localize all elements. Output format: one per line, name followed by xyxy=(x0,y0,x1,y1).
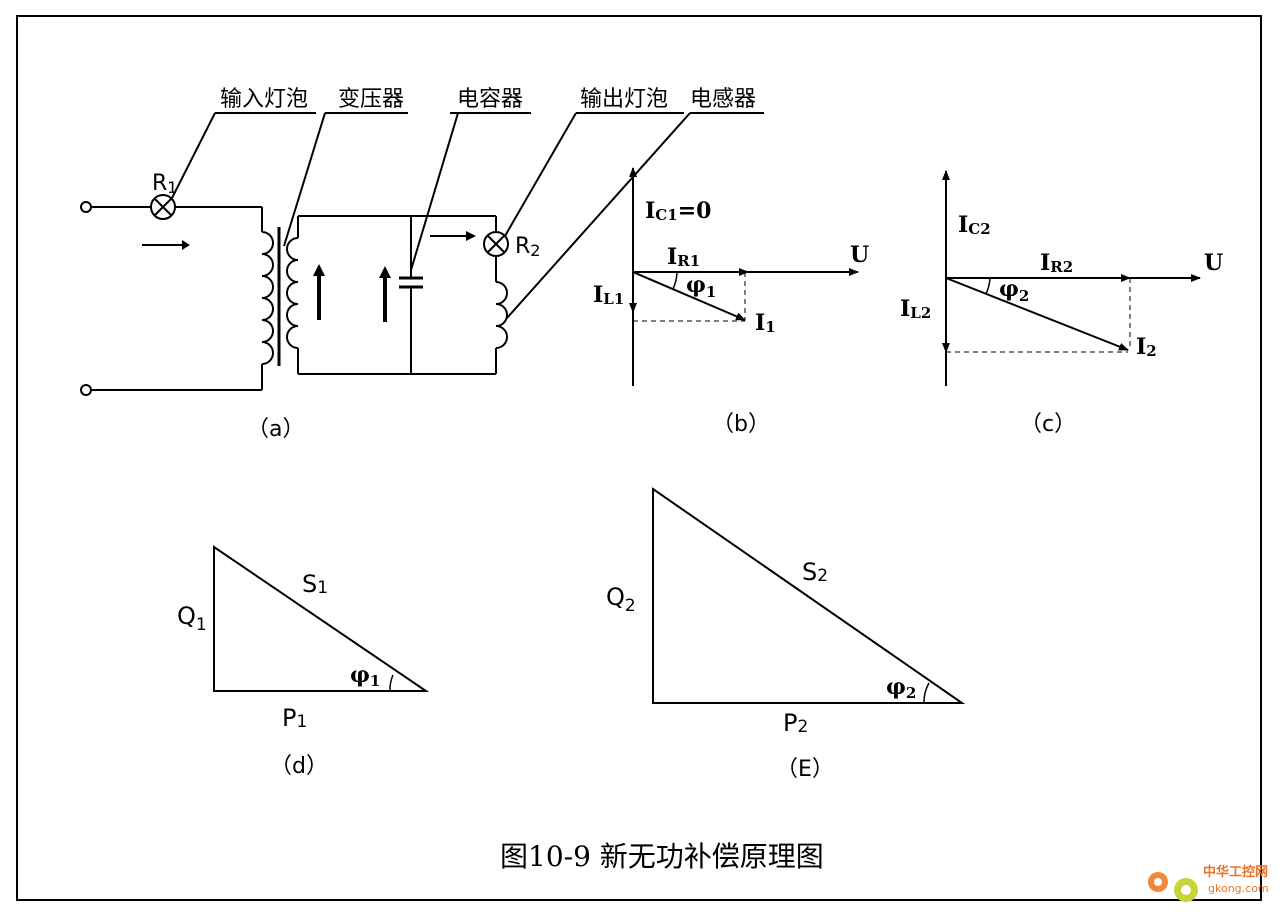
input-terminal-top xyxy=(80,201,92,213)
phi2-arc xyxy=(985,277,991,295)
capacitor-current-arrow xyxy=(379,266,391,322)
panel-b-phasor xyxy=(629,167,859,386)
i2-arrow xyxy=(945,277,1129,351)
input-current-arrow xyxy=(142,240,190,250)
p1-label: P1 xyxy=(282,704,307,732)
phi2-label-c: φ2 xyxy=(999,276,1029,305)
watermark-logo xyxy=(1148,872,1198,902)
secondary-current-arrow xyxy=(313,264,325,320)
r2-label: R2 xyxy=(515,234,540,260)
input-terminal-bottom xyxy=(80,384,92,396)
figure-caption: 图10-9 新无功补偿原理图 xyxy=(500,840,824,873)
u-label-b: U xyxy=(850,242,869,268)
ic2-label: IC2 xyxy=(958,212,991,238)
i1-label: I1 xyxy=(755,310,776,336)
phi1-label-d: φ1 xyxy=(350,662,380,690)
panel-a-callouts xyxy=(171,112,764,319)
phi1-arc xyxy=(672,271,678,290)
ic1-label: IC1=0 xyxy=(645,198,711,224)
il1-label: IL1 xyxy=(593,282,624,308)
phi1-label-b: φ1 xyxy=(686,272,716,301)
callout-capacitor: 电容器 xyxy=(457,87,523,112)
panel-e-triangle xyxy=(652,487,966,704)
transformer-secondary-coil xyxy=(286,237,299,349)
q2-label: Q2 xyxy=(606,583,636,616)
s2-label: S2 xyxy=(802,558,828,586)
ir2-label: IR2 xyxy=(1040,250,1073,276)
callout-input-bulb: 输入灯泡 xyxy=(220,87,308,112)
ir1-label: IR1 xyxy=(667,244,700,270)
q1-label: Q1 xyxy=(177,602,207,635)
inductor-coil xyxy=(495,281,508,349)
transformer-primary-coil xyxy=(261,231,274,365)
s1-label: S1 xyxy=(302,570,328,598)
r1-label: R1 xyxy=(152,171,177,197)
panel-b-sublabel: （b） xyxy=(712,412,770,437)
panel-c-phasor xyxy=(942,170,1201,386)
watermark-url: gkong.com xyxy=(1208,882,1269,895)
i2-label: I2 xyxy=(1136,334,1157,360)
p2-label: P2 xyxy=(783,709,808,737)
figure-frame xyxy=(16,15,1262,901)
panel-d-sublabel: （d） xyxy=(270,754,328,779)
il2-label: IL2 xyxy=(900,296,931,322)
phi2-label-e: φ2 xyxy=(886,674,916,702)
panel-e-sublabel: （E） xyxy=(776,757,834,782)
watermark-brand: 中华工控网 xyxy=(1203,864,1268,880)
panel-a-circuit xyxy=(80,194,509,396)
callout-inductor: 电感器 xyxy=(690,87,756,112)
callout-output-bulb: 输出灯泡 xyxy=(580,87,668,112)
panel-d-triangle xyxy=(213,545,430,692)
callout-transformer: 变压器 xyxy=(338,87,404,112)
panel-a-current-arrows xyxy=(142,231,476,322)
u-label-c: U xyxy=(1204,250,1223,276)
panel-c-sublabel: （c） xyxy=(1020,412,1076,437)
panel-a-sublabel: （a） xyxy=(247,417,304,442)
r1-bulb-symbol xyxy=(150,194,176,220)
branch-current-arrow xyxy=(430,231,476,241)
i1-arrow xyxy=(632,271,746,321)
